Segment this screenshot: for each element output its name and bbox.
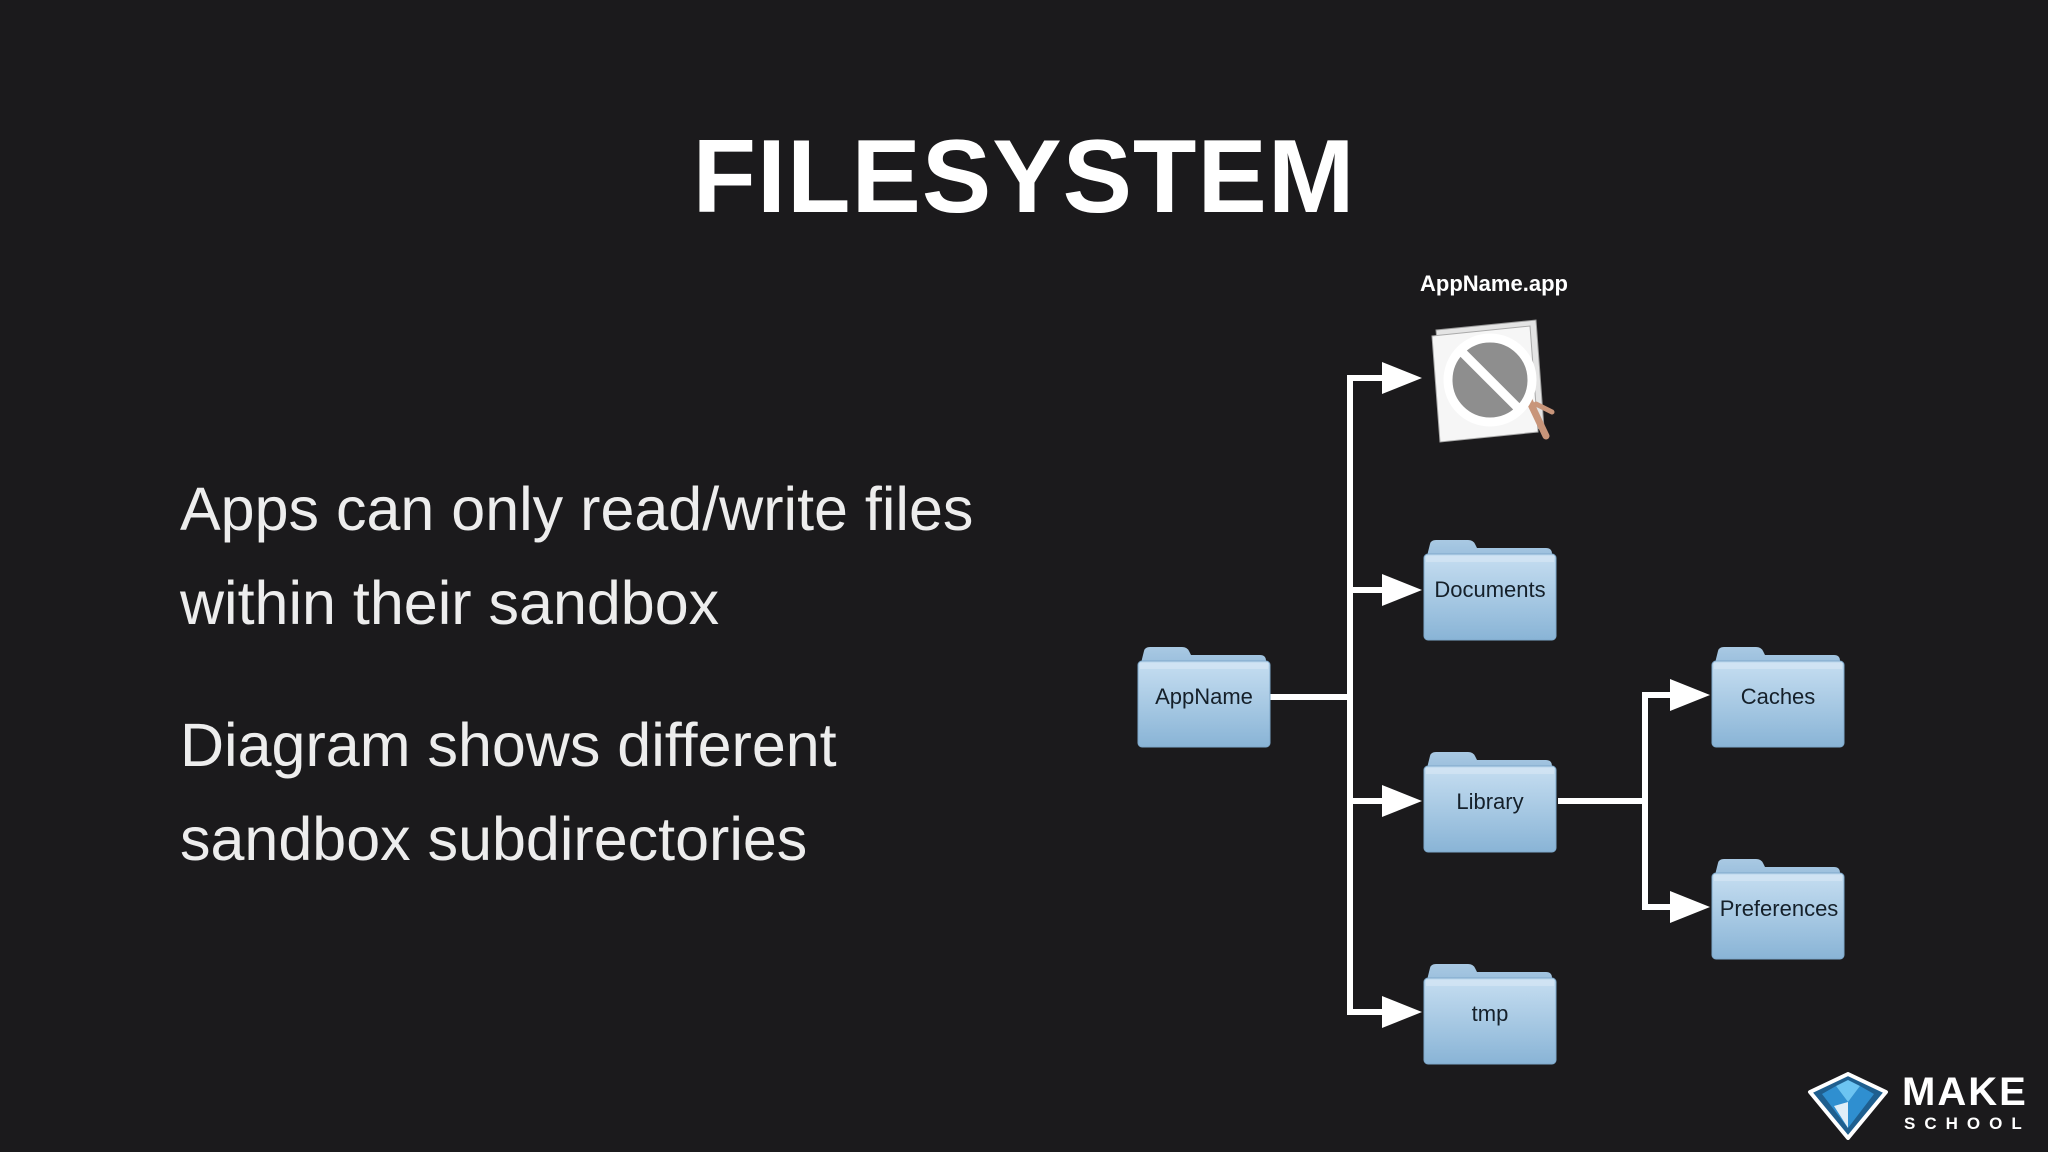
- folder-label: Preferences: [1720, 896, 1839, 921]
- folder-label: Library: [1456, 789, 1523, 814]
- connector-lines: [1270, 375, 1676, 1015]
- folder-library: Library: [1423, 751, 1557, 853]
- app-bundle-label: AppName.app: [1420, 271, 1568, 296]
- slide-title: FILESYSTEM: [692, 119, 1356, 235]
- folder-documents: Documents: [1423, 539, 1557, 641]
- folder-label: tmp: [1472, 1001, 1509, 1026]
- bullet-list: Apps can only read/write files within th…: [180, 462, 1080, 934]
- folder-caches: Caches: [1711, 646, 1845, 748]
- folder-label: Caches: [1741, 684, 1816, 709]
- folder-label: Documents: [1434, 577, 1545, 602]
- logo-make-text: MAKE: [1902, 1070, 2028, 1114]
- bullet-item: Diagram shows different sandbox subdirec…: [180, 711, 837, 873]
- logo-school-text: SCHOOL: [1904, 1114, 2031, 1133]
- arrowheads: [1382, 362, 1710, 1028]
- folder-label: AppName: [1155, 684, 1253, 709]
- make-school-m-logo-icon: [1808, 1072, 1888, 1140]
- app-bundle-node: AppName.app: [1420, 271, 1568, 443]
- no-entry-app-icon: [1431, 319, 1555, 443]
- folder-appname: AppName: [1137, 646, 1271, 748]
- folder-tmp: tmp: [1423, 963, 1557, 1065]
- folder-preferences: Preferences: [1711, 858, 1845, 960]
- make-school-logo: MAKE SCHOOL: [1806, 1070, 2036, 1140]
- bullet-item: Apps can only read/write files within th…: [180, 475, 974, 637]
